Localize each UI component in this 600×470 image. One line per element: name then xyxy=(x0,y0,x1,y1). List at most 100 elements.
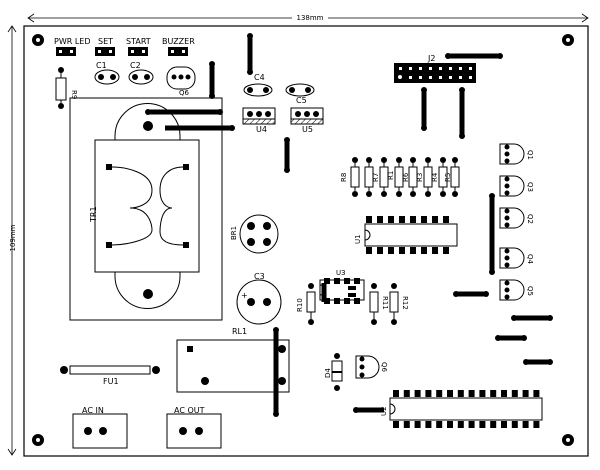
u2-pin xyxy=(468,390,475,397)
capacitor-c1 xyxy=(94,69,120,85)
u2-pin xyxy=(403,390,410,397)
regulator-u4 xyxy=(242,107,276,125)
buzzer-header xyxy=(168,47,188,56)
trace xyxy=(445,53,503,59)
resistor-label-r4: R4 xyxy=(431,172,439,182)
trace xyxy=(145,109,223,115)
c3-label: C3 xyxy=(254,272,265,281)
d4-label: D4 xyxy=(324,368,332,378)
resistor-extra xyxy=(450,157,460,197)
ac-out-label: AC OUT xyxy=(174,406,205,415)
u2-pin xyxy=(403,421,410,428)
ic-u3 xyxy=(319,278,365,304)
trace xyxy=(209,61,215,99)
resistor-r11 xyxy=(369,283,379,325)
u2-pin xyxy=(447,390,453,397)
pwr-led-header xyxy=(56,47,76,56)
start-header xyxy=(128,47,148,56)
relay-rl1 xyxy=(176,339,290,393)
c1-label: C1 xyxy=(96,61,107,70)
capacitor-c3 xyxy=(236,279,282,325)
u2-pin xyxy=(511,421,518,428)
trace xyxy=(273,327,279,417)
c5-label: C5 xyxy=(296,96,307,105)
resistor-r1 xyxy=(379,157,389,197)
u2-pin xyxy=(457,421,464,428)
q6-label: Q6 xyxy=(380,362,388,373)
u2-pin xyxy=(468,421,475,428)
transistor-q2 xyxy=(499,207,525,229)
capacitor-c4 xyxy=(243,83,273,97)
trace xyxy=(511,315,553,321)
u2-label: U2 xyxy=(380,406,388,416)
connector-ac-in xyxy=(72,413,128,449)
transformer-tr1 xyxy=(69,97,223,321)
resistor-r5 xyxy=(438,157,448,197)
capacitor-c5 xyxy=(285,83,315,97)
br1-label: BR1 xyxy=(230,226,238,240)
resistor-r6 xyxy=(394,157,404,197)
r10-label: R10 xyxy=(296,298,304,312)
mounting-hole xyxy=(32,434,44,446)
u2-pin xyxy=(393,390,399,397)
trace xyxy=(421,87,427,131)
transistor-q3 xyxy=(499,175,525,197)
c4-label: C4 xyxy=(254,73,265,82)
resistor-r7 xyxy=(364,157,374,197)
u2-pin xyxy=(425,390,432,397)
resistor-r8 xyxy=(350,157,360,197)
connector-ac-out xyxy=(166,413,222,449)
c2-label: C2 xyxy=(130,61,141,70)
u4-label: U4 xyxy=(256,125,267,134)
u2-pin xyxy=(522,421,529,428)
width-label: 138mm xyxy=(297,14,324,22)
set-header xyxy=(95,47,115,56)
mounting-hole xyxy=(562,434,574,446)
start-label: START xyxy=(126,37,151,46)
u2-pin xyxy=(436,421,443,428)
trace xyxy=(523,359,553,365)
resistor-array xyxy=(350,157,460,197)
resistor-r3 xyxy=(408,157,418,197)
u2-pin xyxy=(414,390,421,397)
transistor-q5 xyxy=(499,279,525,301)
dimension-width: 138mm xyxy=(27,13,589,23)
pwr-led-label: PWR LED xyxy=(54,37,91,46)
ic-u2 xyxy=(389,390,543,428)
q5-label: Q5 xyxy=(526,286,534,296)
resistor-r4 xyxy=(423,157,433,197)
trace xyxy=(165,125,235,131)
u2-pin xyxy=(522,390,529,397)
trace xyxy=(247,33,253,75)
q3-label: Q3 xyxy=(526,182,534,192)
q6-top-label: Q6 xyxy=(179,89,190,97)
r12-label: R12 xyxy=(401,296,409,310)
c3-plus: + xyxy=(241,291,248,300)
q2-label: Q2 xyxy=(526,214,534,224)
fu1-label: FU1 xyxy=(103,377,119,386)
u2-pin xyxy=(425,421,432,428)
buzzer-label: BUZZER xyxy=(162,37,195,46)
u2-pin xyxy=(490,390,497,397)
trace xyxy=(489,193,495,275)
resistor-label-r8: R8 xyxy=(340,173,348,182)
u2-pin xyxy=(414,421,421,428)
fuse-fu1 xyxy=(60,365,160,375)
u5-label: U5 xyxy=(302,125,313,134)
u2-pin xyxy=(479,390,486,397)
u2-pin xyxy=(457,390,464,397)
u2-pin xyxy=(533,390,540,397)
ac-in-label: AC IN xyxy=(82,406,104,415)
u1-label: U1 xyxy=(354,234,362,244)
r11-label: R11 xyxy=(381,296,389,310)
resistor-r9 xyxy=(55,67,67,109)
u2-pin xyxy=(501,421,507,428)
resistor-label-r7: R7 xyxy=(372,173,380,182)
u3-label: U3 xyxy=(336,269,346,277)
q1-label: Q1 xyxy=(526,150,534,160)
u2-pin xyxy=(501,390,507,397)
resistor-label-r3: R3 xyxy=(416,173,424,182)
trace xyxy=(353,407,384,413)
bridge-rectifier-br1 xyxy=(239,214,279,254)
resistor-r12 xyxy=(389,283,399,325)
